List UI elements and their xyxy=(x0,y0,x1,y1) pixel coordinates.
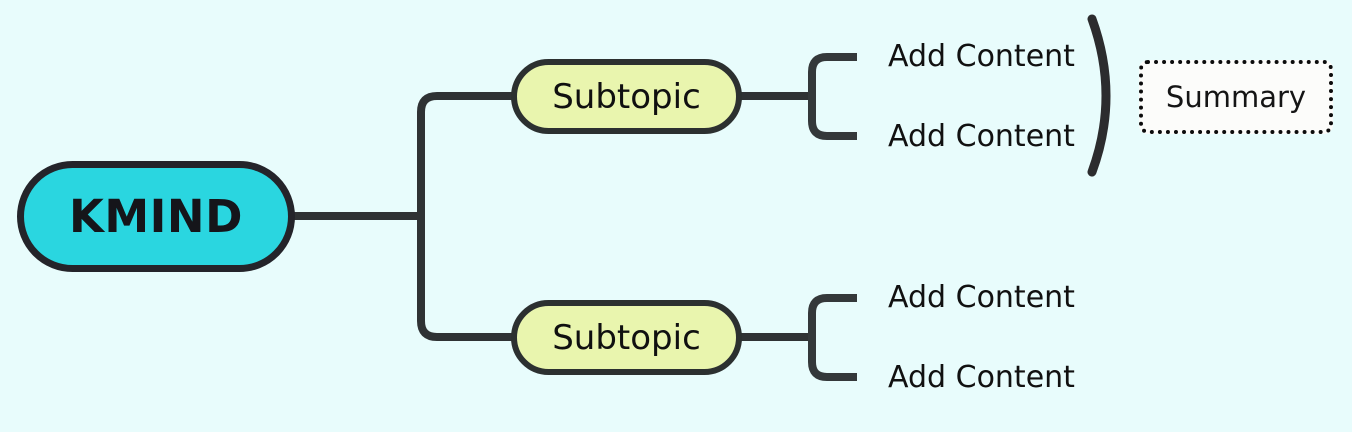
connector-spine-branch-2 xyxy=(417,216,513,341)
summary-brace-icon xyxy=(1087,14,1111,177)
connector-spine-branch-1 xyxy=(417,92,513,216)
bracket-subtopic-2 xyxy=(808,294,857,381)
bracket-subtopic-1 xyxy=(808,53,857,140)
add-content-item-3[interactable]: Add Content xyxy=(888,280,1075,315)
root-node[interactable]: KMIND xyxy=(17,161,295,272)
add-content-item-4[interactable]: Add Content xyxy=(888,360,1075,395)
add-content-item-2[interactable]: Add Content xyxy=(888,119,1075,154)
summary-node[interactable]: Summary xyxy=(1139,60,1333,134)
root-node-label: KMIND xyxy=(69,190,243,243)
summary-node-label: Summary xyxy=(1165,80,1307,114)
subtopic-node-1[interactable]: Subtopic xyxy=(511,59,742,134)
subtopic-node-2-label: Subtopic xyxy=(552,317,701,358)
subtopic-node-2[interactable]: Subtopic xyxy=(511,300,742,375)
subtopic-node-1-label: Subtopic xyxy=(552,76,701,117)
add-content-item-1[interactable]: Add Content xyxy=(888,39,1075,74)
